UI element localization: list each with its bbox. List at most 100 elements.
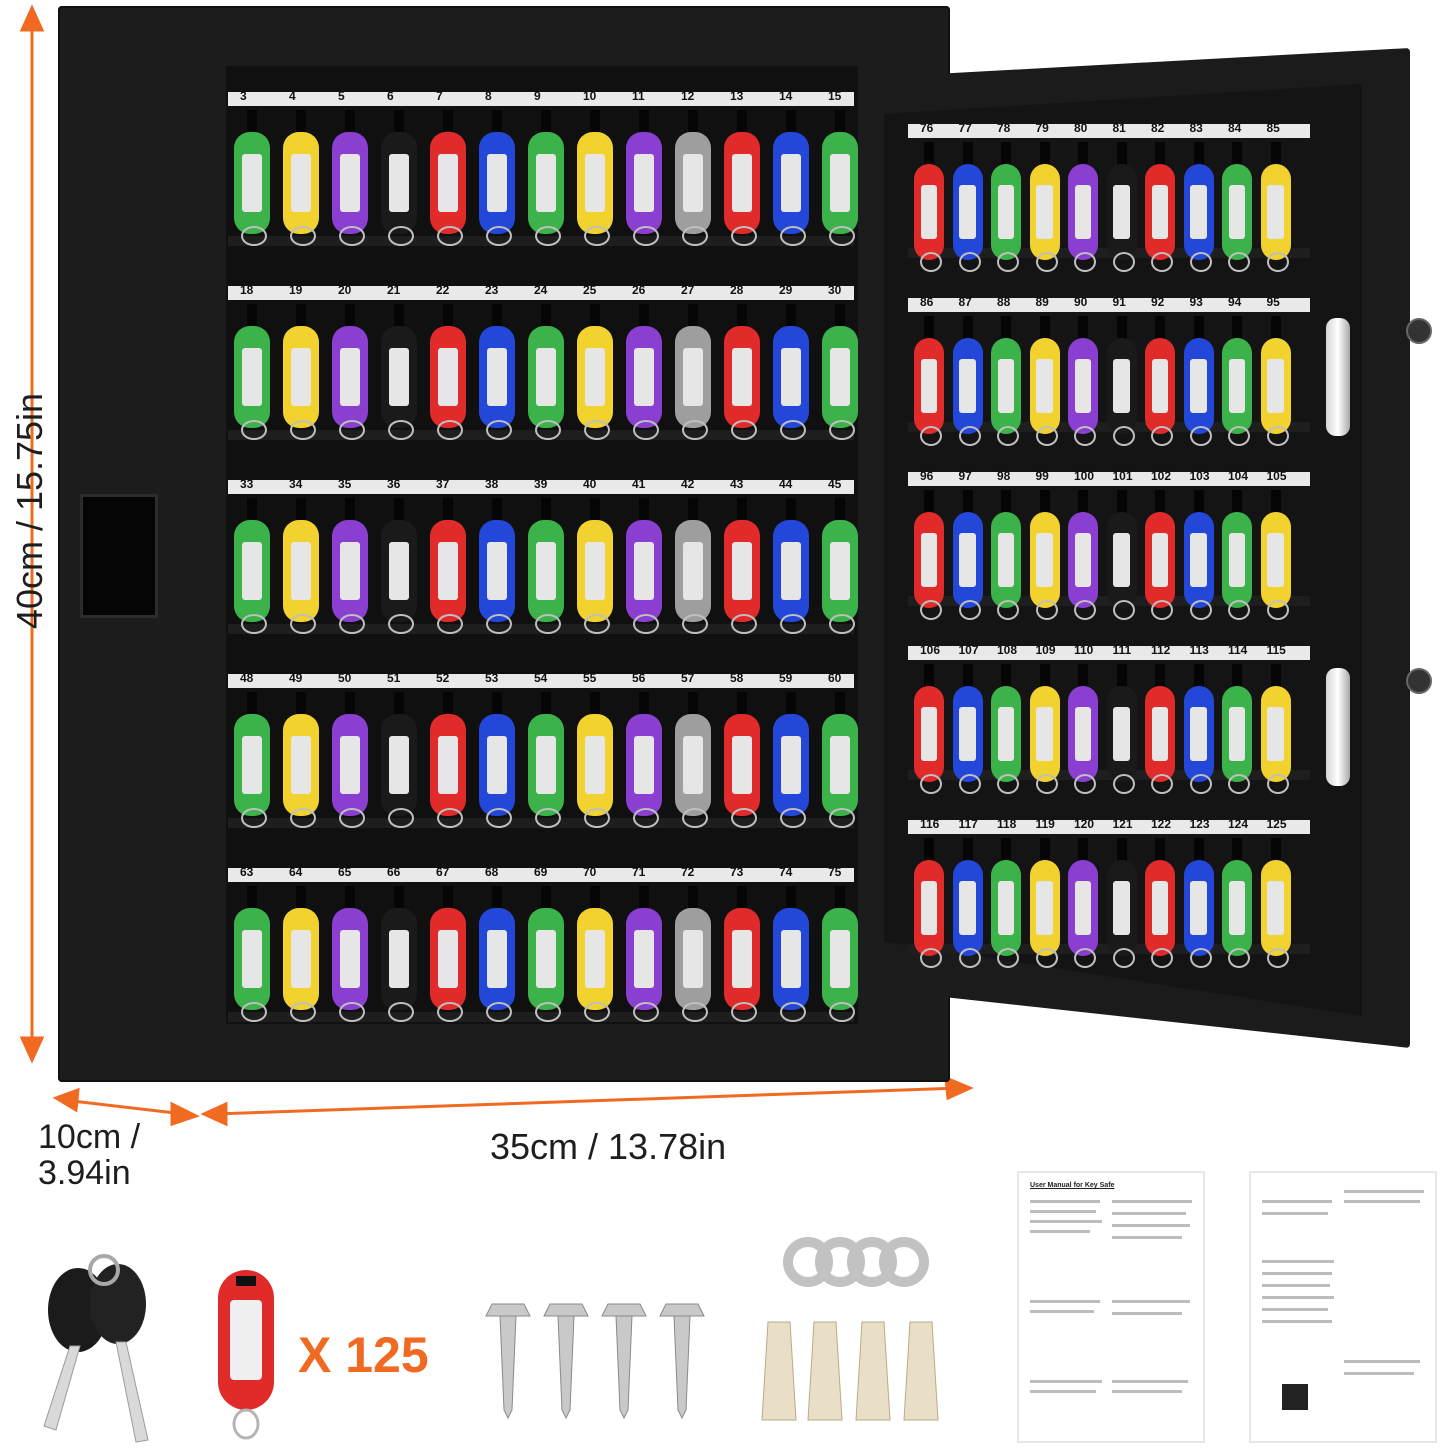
cabinet-key-tag[interactable] bbox=[626, 714, 662, 828]
cabinet-key-tag[interactable] bbox=[577, 714, 613, 828]
cabinet-key-tag[interactable] bbox=[773, 908, 809, 1022]
door-key-tag[interactable] bbox=[1183, 338, 1214, 446]
cabinet-key-tag[interactable] bbox=[822, 520, 858, 634]
cabinet-key-tag[interactable] bbox=[283, 908, 319, 1022]
cabinet-key-tag[interactable] bbox=[430, 714, 466, 828]
door-key-tag[interactable] bbox=[1029, 860, 1060, 968]
cabinet-key-tag[interactable] bbox=[430, 326, 466, 440]
cabinet-key-tag[interactable] bbox=[724, 714, 760, 828]
cabinet-key-tag[interactable] bbox=[675, 714, 711, 828]
cabinet-key-tag[interactable] bbox=[283, 132, 319, 246]
door-key-tag[interactable] bbox=[952, 164, 983, 272]
door-latch-top[interactable] bbox=[1326, 318, 1350, 436]
door-key-tag[interactable] bbox=[1068, 860, 1098, 968]
door-key-tag[interactable] bbox=[1145, 164, 1175, 272]
cabinet-key-tag[interactable] bbox=[381, 132, 417, 246]
door-key-tag[interactable] bbox=[991, 512, 1021, 620]
cabinet-key-tag[interactable] bbox=[430, 132, 466, 246]
door-key-tag[interactable] bbox=[1068, 164, 1098, 272]
cabinet-key-tag[interactable] bbox=[577, 132, 613, 246]
cabinet-key-tag[interactable] bbox=[332, 714, 368, 828]
cabinet-key-tag[interactable] bbox=[381, 714, 417, 828]
door-key-tag[interactable] bbox=[1068, 338, 1098, 446]
door-key-tag[interactable] bbox=[1068, 686, 1098, 794]
door-key-tag[interactable] bbox=[1106, 860, 1137, 968]
cabinet-key-tag[interactable] bbox=[528, 326, 564, 440]
cabinet-key-tag[interactable] bbox=[724, 132, 760, 246]
door-key-tag[interactable] bbox=[1183, 512, 1214, 620]
cabinet-key-tag[interactable] bbox=[724, 326, 760, 440]
door-key-tag[interactable] bbox=[1145, 512, 1175, 620]
cabinet-key-tag[interactable] bbox=[675, 326, 711, 440]
door-key-tag[interactable] bbox=[952, 338, 983, 446]
door-key-tag[interactable] bbox=[1183, 686, 1214, 794]
cabinet-key-tag[interactable] bbox=[773, 520, 809, 634]
door-key-tag[interactable] bbox=[1260, 686, 1291, 794]
cabinet-key-tag[interactable] bbox=[332, 520, 368, 634]
cabinet-key-tag[interactable] bbox=[479, 520, 515, 634]
door-latch-bottom[interactable] bbox=[1326, 668, 1350, 786]
door-key-tag[interactable] bbox=[914, 164, 944, 272]
cabinet-key-tag[interactable] bbox=[430, 520, 466, 634]
door-key-tag[interactable] bbox=[1222, 164, 1252, 272]
cabinet-key-tag[interactable] bbox=[773, 132, 809, 246]
door-key-tag[interactable] bbox=[952, 686, 983, 794]
cabinet-key-tag[interactable] bbox=[234, 714, 270, 828]
cabinet-key-tag[interactable] bbox=[626, 326, 662, 440]
door-key-tag[interactable] bbox=[1145, 860, 1175, 968]
cabinet-key-tag[interactable] bbox=[381, 908, 417, 1022]
cabinet-key-tag[interactable] bbox=[773, 714, 809, 828]
cabinet-key-tag[interactable] bbox=[577, 908, 613, 1022]
door-key-tag[interactable] bbox=[1106, 512, 1137, 620]
door-key-tag[interactable] bbox=[1260, 338, 1291, 446]
cabinet-key-tag[interactable] bbox=[822, 132, 858, 246]
door-key-tag[interactable] bbox=[1260, 512, 1291, 620]
cabinet-key-tag[interactable] bbox=[381, 326, 417, 440]
door-key-tag[interactable] bbox=[1029, 164, 1060, 272]
door-key-tag[interactable] bbox=[1222, 512, 1252, 620]
door-key-tag[interactable] bbox=[914, 338, 944, 446]
cabinet-key-tag[interactable] bbox=[332, 908, 368, 1022]
door-key-tag[interactable] bbox=[914, 686, 944, 794]
door-key-tag[interactable] bbox=[1183, 164, 1214, 272]
cabinet-key-tag[interactable] bbox=[675, 908, 711, 1022]
cabinet-key-tag[interactable] bbox=[479, 132, 515, 246]
cabinet-key-tag[interactable] bbox=[822, 326, 858, 440]
door-key-tag[interactable] bbox=[1260, 164, 1291, 272]
cabinet-key-tag[interactable] bbox=[430, 908, 466, 1022]
door-key-tag[interactable] bbox=[1222, 338, 1252, 446]
cabinet-key-tag[interactable] bbox=[528, 520, 564, 634]
door-key-tag[interactable] bbox=[1106, 338, 1137, 446]
door-key-tag[interactable] bbox=[1222, 860, 1252, 968]
cabinet-key-tag[interactable] bbox=[528, 908, 564, 1022]
door-key-tag[interactable] bbox=[991, 860, 1021, 968]
door-key-tag[interactable] bbox=[952, 860, 983, 968]
cabinet-key-tag[interactable] bbox=[332, 132, 368, 246]
cabinet-key-tag[interactable] bbox=[479, 908, 515, 1022]
cabinet-key-tag[interactable] bbox=[724, 908, 760, 1022]
door-key-tag[interactable] bbox=[1106, 686, 1137, 794]
cabinet-key-tag[interactable] bbox=[381, 520, 417, 634]
cabinet-key-tag[interactable] bbox=[577, 326, 613, 440]
door-key-tag[interactable] bbox=[1222, 686, 1252, 794]
cabinet-key-tag[interactable] bbox=[577, 520, 613, 634]
cabinet-key-tag[interactable] bbox=[479, 714, 515, 828]
cabinet-key-tag[interactable] bbox=[283, 714, 319, 828]
door-key-tag[interactable] bbox=[952, 512, 983, 620]
cabinet-key-tag[interactable] bbox=[626, 908, 662, 1022]
door-key-tag[interactable] bbox=[1106, 164, 1137, 272]
cabinet-key-tag[interactable] bbox=[773, 326, 809, 440]
door-key-tag[interactable] bbox=[1145, 338, 1175, 446]
cabinet-key-tag[interactable] bbox=[822, 908, 858, 1022]
cabinet-key-tag[interactable] bbox=[234, 326, 270, 440]
door-key-tag[interactable] bbox=[991, 686, 1021, 794]
cabinet-key-tag[interactable] bbox=[234, 520, 270, 634]
door-key-tag[interactable] bbox=[914, 860, 944, 968]
cabinet-key-tag[interactable] bbox=[528, 714, 564, 828]
door-key-tag[interactable] bbox=[991, 164, 1021, 272]
door-key-tag[interactable] bbox=[1029, 686, 1060, 794]
door-key-tag[interactable] bbox=[1145, 686, 1175, 794]
cabinet-key-tag[interactable] bbox=[675, 132, 711, 246]
cabinet-key-tag[interactable] bbox=[822, 714, 858, 828]
cabinet-key-tag[interactable] bbox=[283, 326, 319, 440]
